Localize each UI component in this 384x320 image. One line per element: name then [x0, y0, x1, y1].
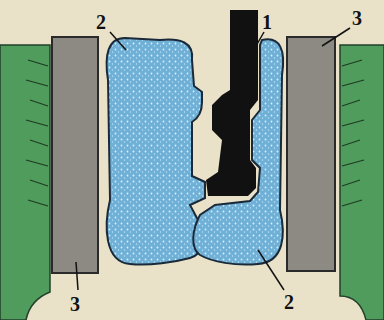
callout-number: 3	[70, 294, 80, 314]
magnet-block	[52, 37, 335, 273]
callout-number: 2	[284, 292, 294, 312]
callout-number: 1	[262, 12, 272, 32]
leader-lines	[76, 28, 350, 290]
callout-number: 2	[96, 12, 106, 32]
rod	[206, 10, 258, 196]
callout-number: 3	[352, 8, 362, 28]
